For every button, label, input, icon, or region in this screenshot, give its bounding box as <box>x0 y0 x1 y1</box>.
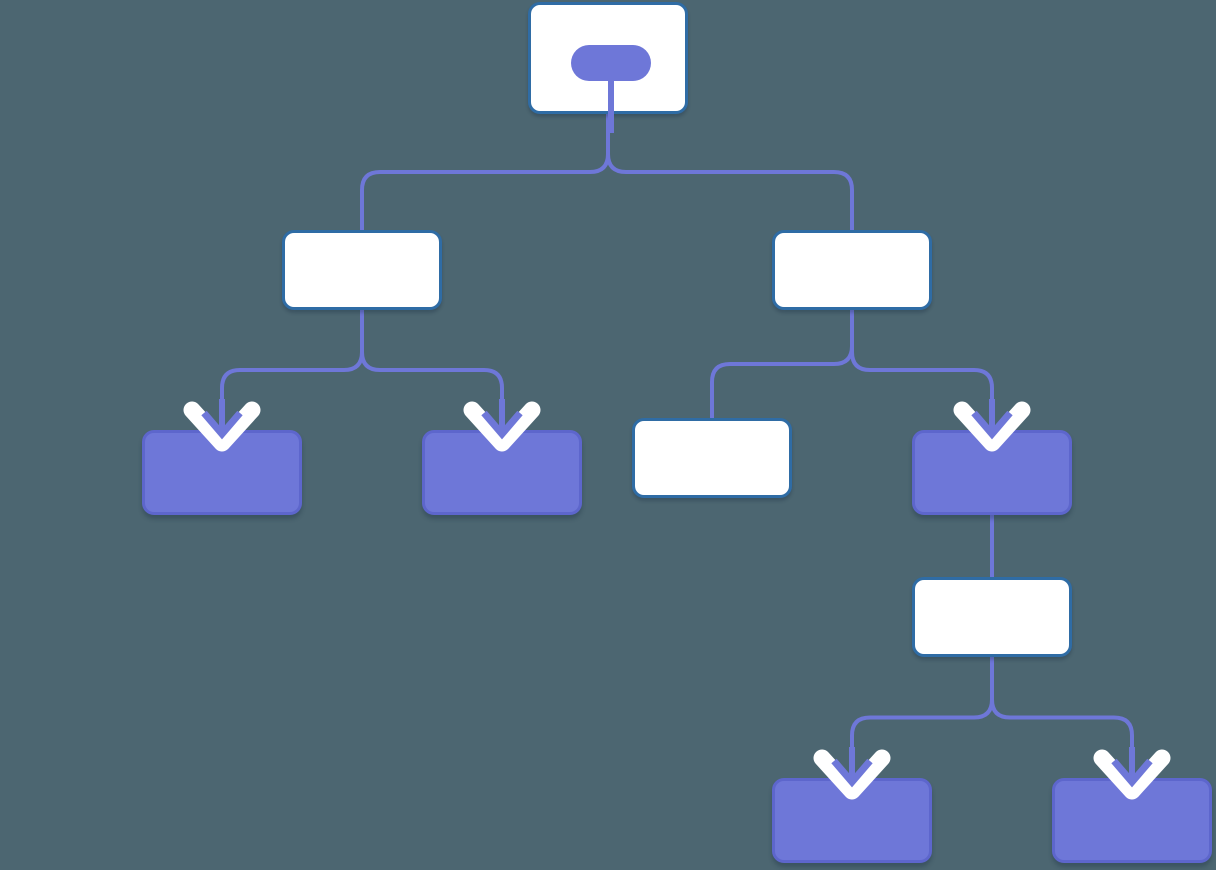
tree-edge-e-l-ll <box>220 310 364 430</box>
tree-node-n-r[interactable] <box>772 230 932 310</box>
tree-node-n-l[interactable] <box>282 230 442 310</box>
tree-node-n-lr[interactable] <box>422 430 582 515</box>
tree-edge-e-root-r <box>606 114 854 230</box>
tree-edge-e-r-rr <box>850 310 994 430</box>
tree-edge-e-rrc-rrr <box>990 657 1134 778</box>
root-stem-marker <box>608 81 614 133</box>
tree-node-n-ll[interactable] <box>142 430 302 515</box>
tree-edge-e-r-rl <box>710 310 854 418</box>
root-pill-marker <box>571 45 651 81</box>
tree-node-n-rrc[interactable] <box>912 577 1072 657</box>
tree-node-root[interactable] <box>528 2 688 133</box>
tree-edge-e-rrc-rrl <box>850 657 994 778</box>
tree-edge-e-l-lr <box>360 310 504 430</box>
tree-node-n-rrr[interactable] <box>1052 778 1212 863</box>
tree-node-n-rl[interactable] <box>632 418 792 498</box>
tree-edge-e-root-l <box>360 114 610 230</box>
tree-node-n-rr[interactable] <box>912 430 1072 515</box>
tree-node-n-rrl[interactable] <box>772 778 932 863</box>
